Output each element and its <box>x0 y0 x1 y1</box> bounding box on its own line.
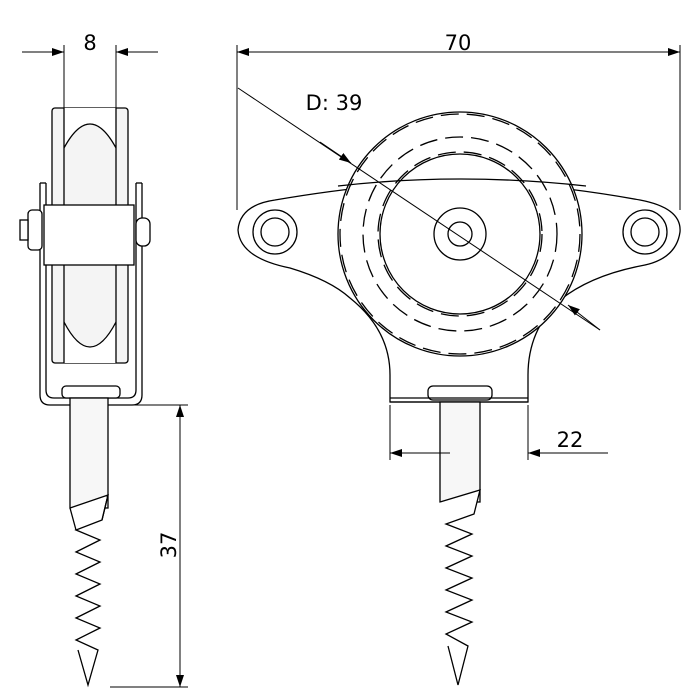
dimension-diameter-label: D: 39 <box>306 91 363 115</box>
dimension-side-width <box>22 45 158 108</box>
side-axle <box>19 204 151 266</box>
dimension-total-width-label: 70 <box>445 31 472 55</box>
dimension-screw-length-label: 37 <box>157 532 181 559</box>
dimension-base-width-label: 22 <box>557 428 584 452</box>
front-bracket-edge <box>337 178 587 187</box>
side-view: 8 <box>19 31 188 688</box>
front-screw <box>439 401 481 686</box>
front-ear-left <box>252 209 298 255</box>
dimension-base-width <box>389 405 608 460</box>
dimension-diameter <box>237 87 601 331</box>
front-view: 70 D: 39 <box>236 31 681 686</box>
front-wheel <box>337 111 583 357</box>
dimension-screw-length <box>110 404 188 688</box>
dimension-side-width-label: 8 <box>83 31 96 55</box>
front-ear-right <box>622 209 668 255</box>
side-screw <box>69 397 109 688</box>
side-base-plate <box>61 385 121 399</box>
dimension-total-width <box>236 45 681 210</box>
